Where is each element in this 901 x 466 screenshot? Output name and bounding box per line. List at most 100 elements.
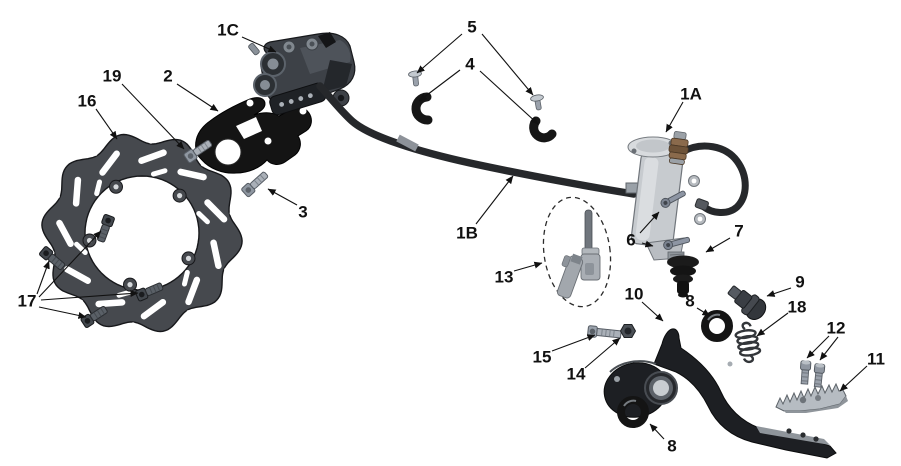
- callout-label-19: 19: [103, 67, 122, 86]
- callout-arrow-3: [267, 188, 298, 206]
- pedal-tip: [775, 382, 848, 413]
- callout-arrow-18: [756, 312, 789, 337]
- callout-arrow-5: [416, 33, 463, 74]
- callout-label-16: 16: [78, 92, 97, 111]
- clevis-kit-detail: [542, 196, 612, 308]
- rotor-notch: [200, 162, 206, 167]
- pushrod-boot: [667, 255, 699, 298]
- rotor-notch: [130, 322, 136, 327]
- rotor-slot: [99, 150, 120, 176]
- callout-arrow-8a: [696, 307, 711, 317]
- rotor-slot: [196, 210, 210, 225]
- callout-arrow-5: [481, 33, 534, 96]
- callout-label-13: 13: [495, 268, 514, 287]
- reservoir-boot: [668, 131, 689, 165]
- callout-arrow-7: [705, 237, 731, 253]
- callout-arrow-4: [479, 70, 539, 125]
- tip-bolt: [800, 360, 826, 388]
- callout-label-1A: 1A: [680, 85, 702, 104]
- return-spring: [734, 321, 762, 364]
- rotor-tab-hole: [86, 237, 93, 244]
- callout-arrow-15: [551, 334, 596, 352]
- callout-label-5: 5: [467, 18, 476, 37]
- rotor-tab-hole: [177, 193, 183, 199]
- rotor-slot: [177, 168, 207, 181]
- rotor-slot: [72, 176, 82, 207]
- callout-arrow-17: [40, 290, 139, 301]
- rotor-slot: [138, 149, 167, 164]
- rotor-slot: [63, 266, 92, 284]
- clamp-screw: [407, 69, 424, 88]
- pedal-pivot-pin: [727, 285, 767, 320]
- caliper-bracket: [195, 97, 312, 174]
- rotor-slot: [95, 299, 126, 308]
- callout-arrow-17: [36, 260, 50, 295]
- callout-label-7: 7: [734, 222, 743, 241]
- callout-arrow-6: [641, 240, 654, 248]
- callout-arrow-6: [639, 211, 660, 234]
- callout-arrow-1B: [475, 175, 514, 225]
- rotor-notch: [78, 299, 84, 304]
- rotor-tab-hole: [127, 282, 133, 288]
- clevis-pin: [660, 190, 691, 250]
- rotor-slot: [56, 219, 74, 247]
- clamp-screw: [529, 93, 546, 112]
- callout-arrow-1C: [241, 36, 277, 53]
- callout-label-1B: 1B: [456, 224, 478, 243]
- rotor-notch: [229, 211, 234, 216]
- rotor-slot: [185, 276, 201, 306]
- pedal-bolt: [587, 325, 622, 339]
- callouts: 1C 2 19 16 3 5 4 1B 1A 6 7 13 10 8 9 18 12 11 15 14 8 17: [18, 18, 885, 456]
- pedal-nut: [619, 324, 637, 338]
- callout-arrow-4: [418, 69, 461, 102]
- callout-label-1C: 1C: [217, 21, 239, 40]
- callout-label-6: 6: [626, 231, 635, 250]
- callout-arrow-10: [641, 301, 664, 322]
- rotor-slot: [140, 298, 167, 320]
- callout-label-18: 18: [788, 298, 807, 317]
- bracket-bolt-3: [240, 169, 271, 198]
- callout-label-15: 15: [533, 348, 552, 367]
- rotor-slot: [74, 241, 88, 256]
- callout-label-4: 4: [465, 55, 475, 74]
- callout-label-8a: 8: [685, 292, 694, 311]
- callout-label-8b: 8: [667, 437, 676, 456]
- callout-label-10: 10: [625, 285, 644, 304]
- rotor-slot: [150, 168, 168, 177]
- rotor-notch: [55, 194, 60, 199]
- callout-arrow-8b: [649, 423, 665, 440]
- callout-arrow-1A: [665, 101, 684, 133]
- o-ring: [617, 310, 733, 428]
- rotor-tab-hole: [185, 255, 192, 261]
- callout-arrow-19: [121, 83, 185, 150]
- callout-label-12: 12: [827, 319, 846, 338]
- rotor-slot: [204, 199, 228, 223]
- callout-arrow-12: [819, 336, 839, 361]
- master-cylinder: [625, 131, 706, 265]
- brake-hose: [316, 82, 749, 216]
- rotor-slot: [94, 179, 103, 197]
- brake-pedal: [603, 328, 837, 459]
- callout-label-11: 11: [867, 350, 885, 369]
- hose-sleeve: [396, 134, 419, 152]
- callout-arrow-11: [839, 365, 868, 392]
- callout-arrow-16: [95, 108, 118, 140]
- rotor-notch: [148, 139, 154, 144]
- callout-arrow-13: [513, 261, 543, 272]
- callout-arrow-9: [766, 287, 792, 297]
- callout-label-9: 9: [795, 273, 804, 292]
- rotor-notch: [186, 310, 191, 315]
- callout-label-14: 14: [567, 365, 586, 384]
- rotor-slot: [181, 269, 190, 287]
- callout-label-17: 17: [18, 292, 37, 311]
- rotor-tab-hole: [113, 184, 119, 190]
- rotor-slot: [210, 239, 222, 270]
- brake-caliper: [248, 32, 356, 116]
- callout-arrow-17: [38, 306, 87, 319]
- callout-label-2: 2: [163, 67, 172, 86]
- callout-label-3: 3: [298, 203, 307, 222]
- callout-arrow-12: [806, 335, 830, 359]
- rotor-notch: [224, 267, 229, 272]
